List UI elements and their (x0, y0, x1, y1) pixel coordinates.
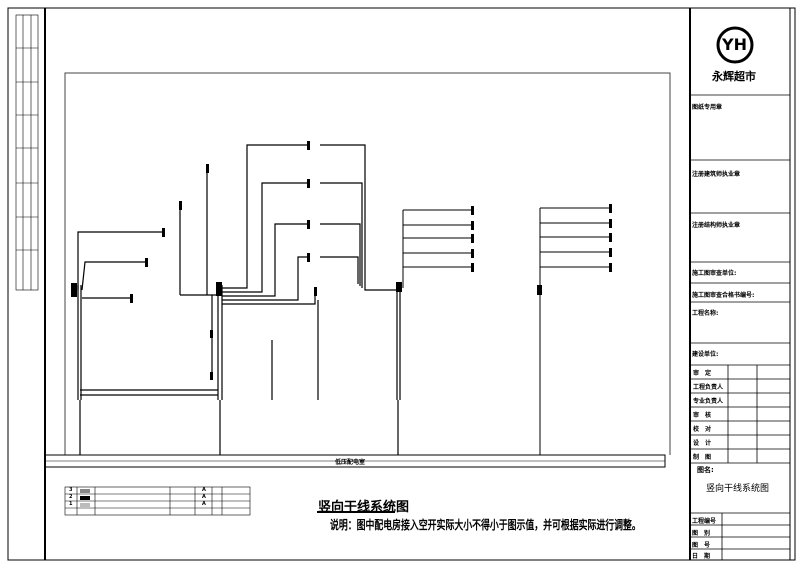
role-review: 审 核 (693, 412, 712, 419)
role-project-lead: 工程负责人 (693, 384, 724, 391)
diagram-note: 说明：图中配电房接入空开实际大小不得小于图示值，并可根据实际进行调整。 (330, 518, 641, 532)
riser-left (77, 144, 401, 455)
revision-mark: A (202, 487, 206, 493)
equipment-symbols (71, 141, 612, 507)
meta-project-no: 工程编号 (692, 518, 717, 525)
revision-mark: A (202, 494, 206, 500)
busbar-label: 低压配电室 (335, 459, 366, 466)
review-unit-label: 施工图审查单位: (692, 270, 737, 277)
role-discipline-lead: 专业负责人 (693, 398, 724, 405)
logo-mark: YH (722, 35, 747, 54)
architect-seal-label: 注册建筑师执业章 (692, 171, 741, 178)
outer-border (7, 7, 796, 561)
revision-no: 2 (69, 494, 73, 500)
drawing-name: 竖向干线系统图 (706, 484, 770, 494)
feeder-group-2 (539, 207, 610, 455)
structural-seal-label: 注册结构师执业章 (692, 222, 741, 229)
meta-drawing-no: 图 号 (692, 542, 711, 549)
project-name-label: 工程名称: (692, 310, 719, 317)
review-cert-label: 施工图审查合格书编号: (692, 292, 755, 299)
company-name: 永辉超市 (712, 70, 756, 83)
revision-mark: A (202, 501, 206, 507)
role-draft: 制 图 (693, 454, 712, 461)
role-check: 校 对 (693, 426, 712, 433)
revision-no: 1 (69, 501, 73, 507)
diagram-title: 竖向干线系统图 (318, 500, 410, 515)
meta-date: 日 期 (692, 553, 711, 560)
role-design: 设 计 (693, 440, 712, 447)
left-margin-table (15, 14, 39, 291)
role-approve: 审 定 (693, 370, 712, 377)
client-label: 建设单位: (692, 351, 719, 358)
revision-no: 3 (69, 487, 73, 493)
meta-category: 图 别 (692, 530, 711, 537)
logo-ring (716, 26, 754, 64)
drawing-name-label: 图名: (697, 466, 714, 474)
seal-label: 图纸专用章 (692, 104, 723, 111)
feeder-group-1 (402, 209, 472, 288)
revision-table-grid (64, 486, 251, 516)
title-block-grid (690, 94, 790, 560)
